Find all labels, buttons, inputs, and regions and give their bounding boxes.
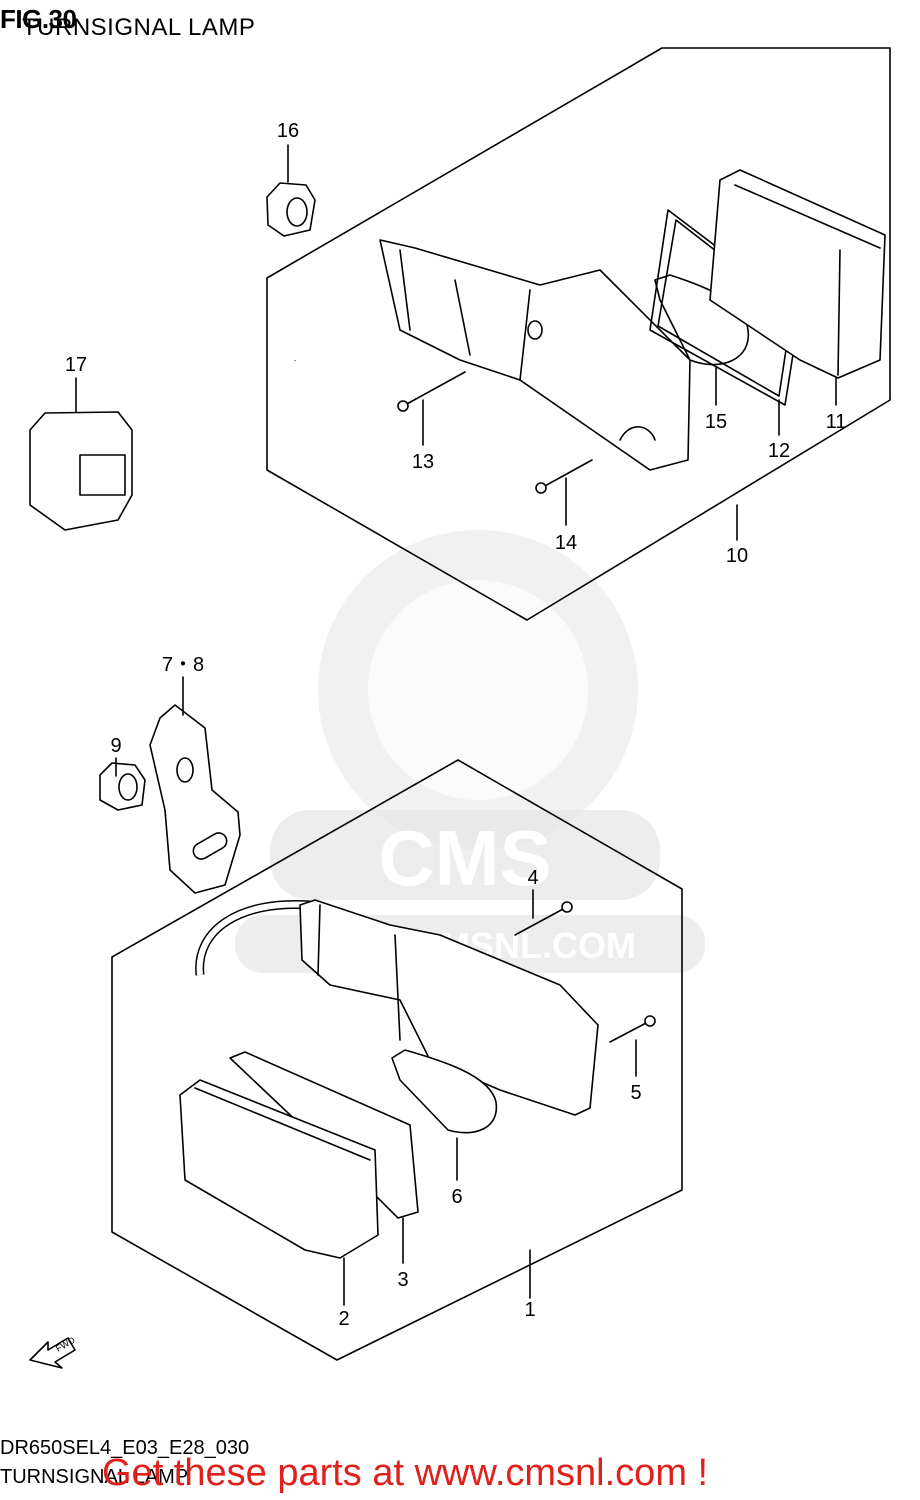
diagram-code: DR650SEL4_E03_E28_030 (0, 1437, 250, 1459)
callout-4: 4 (527, 867, 538, 889)
lamp-housing-lower (299, 899, 599, 1116)
callout-17: 17 (65, 354, 87, 376)
screw-5 (609, 1021, 649, 1043)
fig-number: FIG.30 (0, 4, 77, 34)
bracket-7-8 (149, 704, 241, 894)
callout-10: 10 (726, 545, 748, 567)
lamp-housing-upper (379, 239, 691, 471)
callout-1: 1 (524, 1299, 535, 1321)
callout-labels: 16 17 13 14 10 15 12 11 7・8 9 4 5 6 3 2 … (65, 120, 847, 1330)
grommet-16 (266, 182, 316, 237)
connector-17 (29, 411, 133, 531)
assembly-frame-10 (266, 47, 891, 621)
promo-link[interactable]: Get these parts at www.cmsnl.com ! (102, 1452, 709, 1494)
screw-14 (542, 459, 593, 488)
screw-4 (514, 907, 566, 936)
bulb-15 (654, 274, 749, 366)
callout-15: 15 (705, 411, 727, 433)
callout-14: 14 (555, 532, 577, 554)
gasket-3 (229, 1051, 419, 1219)
assembly-frame-1 (111, 759, 683, 1361)
page-title: TURNSIGNAL LAMP (22, 14, 256, 41)
lens-11 (709, 169, 886, 379)
fwd-arrow-icon: FWD (29, 1335, 77, 1369)
lens-2 (179, 1079, 379, 1259)
callout-13: 13 (412, 451, 434, 473)
bulb-6 (391, 1049, 498, 1134)
callout-6: 6 (451, 1186, 462, 1208)
watermark-badge (270, 810, 660, 900)
callout-5: 5 (630, 1082, 641, 1104)
watermark-brand: CMS (378, 814, 551, 902)
screw-13 (404, 371, 466, 406)
wire-lower (196, 901, 311, 976)
grommet-9 (99, 762, 146, 811)
callout-12: 12 (768, 440, 790, 462)
lower-turnsignal-assembly (99, 704, 683, 1361)
upper-turnsignal-assembly (29, 47, 891, 621)
callout-11: 11 (826, 411, 847, 433)
callout-9: 9 (110, 735, 121, 757)
callout-16: 16 (277, 120, 299, 142)
callout-2: 2 (338, 1308, 349, 1330)
callout-3: 3 (397, 1269, 408, 1291)
callout-7-8: 7・8 (162, 654, 204, 676)
leader-lines (75, 144, 837, 1306)
footer-title: TURNSIGNAL LAMP (0, 1466, 189, 1488)
